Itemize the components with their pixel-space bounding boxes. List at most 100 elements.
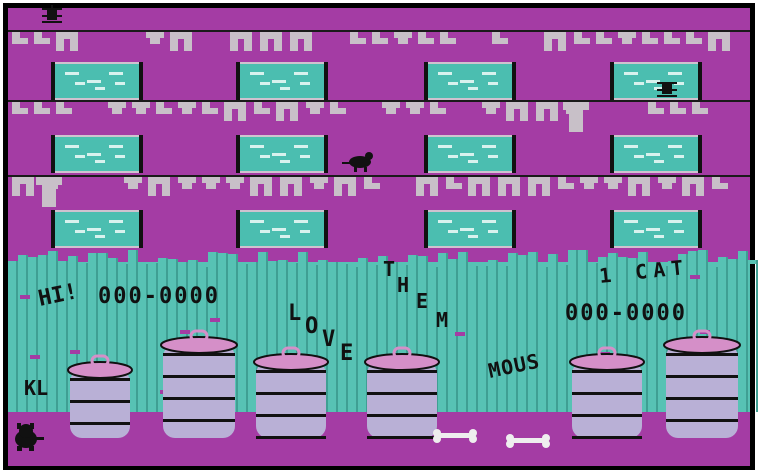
laundry-item <box>692 102 708 114</box>
laundry-item <box>394 32 412 44</box>
trash-can <box>67 354 133 438</box>
hud: HI! 000-0000 1 CAT 000-0000 KL <box>24 255 690 400</box>
laundry-item <box>670 102 686 114</box>
fence-plank-gap <box>236 254 238 412</box>
fence-plank-gap <box>556 254 558 412</box>
fence-plank-gap <box>746 251 748 412</box>
fence-plank-top <box>68 256 76 264</box>
fence-plank-gap <box>16 261 18 412</box>
fence-plank-gap <box>296 263 298 412</box>
laundry-item <box>334 177 356 196</box>
bones-group <box>433 429 550 448</box>
fence-plank-gap <box>676 261 678 412</box>
window <box>610 135 702 173</box>
fence-stain <box>20 295 30 299</box>
trash-can <box>663 329 741 438</box>
spider-icon <box>657 82 677 97</box>
fence-plank-gap <box>216 252 218 412</box>
fence-plank-gap <box>646 252 648 412</box>
fence-plank-gap <box>416 255 418 412</box>
fence-plank-gap <box>726 257 728 412</box>
fence-plank-gap <box>666 266 668 412</box>
fence-plank-top <box>178 262 186 264</box>
laundry-item <box>34 102 50 114</box>
fence-plank-top <box>298 252 306 264</box>
fence-plank-top <box>188 260 196 264</box>
laundry-item <box>330 102 346 114</box>
laundry-item <box>56 32 78 51</box>
fence-plank-top <box>168 259 176 264</box>
laundry-item <box>712 177 728 189</box>
laundry-item <box>528 177 550 196</box>
laundry-item <box>12 102 28 114</box>
laundry-item <box>618 32 636 44</box>
fence-plank-top <box>718 257 726 264</box>
fence-plank-top <box>248 262 256 264</box>
fence-plank-top <box>8 261 16 264</box>
laundry-item <box>440 32 456 44</box>
fence-plank-gap <box>426 256 428 412</box>
fence-plank-gap <box>136 250 138 412</box>
laundry-item <box>280 177 302 196</box>
fence-plank-top <box>418 256 426 264</box>
fence-plank-top <box>408 255 416 264</box>
laundry-item <box>498 177 520 196</box>
laundry-item <box>224 102 246 121</box>
laundry-item <box>418 32 434 44</box>
fence-plank-gap <box>196 260 198 412</box>
fence-plank-top <box>518 255 526 264</box>
fence-plank-top <box>458 252 466 264</box>
fence-plank-top <box>488 260 496 264</box>
laundry-item <box>132 102 150 114</box>
trash-can <box>253 346 329 439</box>
window <box>236 210 328 248</box>
hanging-shirt <box>563 102 589 132</box>
fence-plank-gap <box>256 262 258 412</box>
fence-plank-top <box>668 261 676 264</box>
laundry-item <box>146 32 164 44</box>
hi-score-value: 000-0000 <box>98 284 220 309</box>
laundry-item <box>406 102 424 114</box>
fence-plank-gap <box>616 253 618 412</box>
fence-plank-gap <box>486 266 488 412</box>
fence-plank-top <box>688 251 696 264</box>
fence-plank-top <box>48 251 56 264</box>
fence-plank-top <box>88 253 96 264</box>
trash-can <box>364 346 440 439</box>
laundry-item <box>170 32 192 51</box>
fence-plank-top <box>58 261 66 264</box>
fence-plank-gap <box>226 253 228 412</box>
fence-plank-gap <box>376 265 378 412</box>
player-score-value: 000-0000 <box>565 301 687 326</box>
laundry-item <box>536 102 558 121</box>
laundry-item <box>382 102 400 114</box>
fence-plank-top <box>98 253 106 264</box>
window <box>424 210 516 248</box>
fence-plank-gap <box>516 253 518 412</box>
fence-plank-top <box>18 255 26 264</box>
fence-plank-gap <box>396 262 398 412</box>
fence-plank-gap <box>506 266 508 412</box>
fence-plank-top <box>738 251 746 264</box>
fence-plank-gap <box>346 264 348 412</box>
hanging-shirt <box>36 177 62 207</box>
fence-plank-top <box>268 261 276 264</box>
fence-plank-top <box>678 254 686 264</box>
cat-icon[interactable] <box>15 423 44 451</box>
fence-plank-top <box>438 253 446 264</box>
laundry-item <box>648 102 664 114</box>
laundry-item <box>12 32 28 44</box>
mouse-icon[interactable] <box>342 152 373 172</box>
fence-plank-gap <box>326 260 328 412</box>
fence-plank-gap <box>436 267 438 412</box>
fence-plank-top <box>588 263 596 264</box>
laundry-item <box>574 32 590 44</box>
window <box>51 210 143 248</box>
fence-stain <box>690 275 700 279</box>
window <box>236 62 328 100</box>
fence-stain <box>30 355 40 359</box>
windows-group <box>51 62 702 248</box>
fence-plank-gap <box>466 252 468 412</box>
